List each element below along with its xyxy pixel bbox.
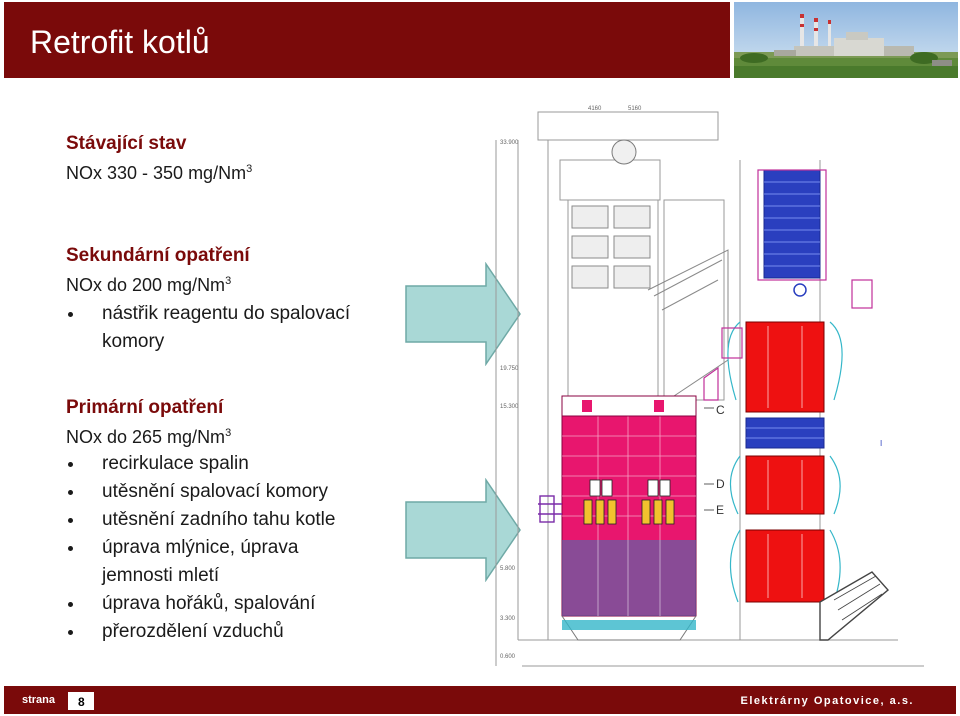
bullet-icon: [68, 518, 73, 523]
dimension-label: 4160: [588, 106, 602, 112]
level-label: 19.750: [500, 366, 519, 372]
economizer-block: [763, 169, 821, 279]
footer-bar: strana 8 Elektrárny Opatovice, a.s.: [4, 686, 956, 714]
dimension-label: 5160: [628, 106, 642, 112]
power-plant-photo: [734, 2, 958, 78]
boiler-diagram: 4160 5160 33.900 19.750 15.300 5.800 3.3…: [495, 106, 924, 667]
level-label: 33.900: [500, 140, 519, 146]
level-label: 3.300: [500, 616, 516, 622]
secondary-heading: Sekundární opatření: [66, 245, 250, 266]
mid-blue-block: [745, 417, 825, 449]
primary-arrow-icon: [405, 478, 521, 582]
primary-value: NOx do 265 mg/Nm3: [66, 427, 232, 447]
bullet-icon: [68, 490, 73, 495]
secondary-section: Sekundární opatření NOx do 200 mg/Nm3 ná…: [66, 244, 350, 356]
list-item-continuation: jemnosti mletí: [102, 565, 220, 586]
secondary-list: nástřik reagentu do spalovací komory: [66, 300, 350, 356]
air-heater-lower: [745, 529, 825, 603]
level-label: 5.800: [500, 566, 516, 572]
section-label-d: D: [716, 477, 725, 491]
footer-page-box: [68, 692, 94, 710]
section-label-c: C: [716, 403, 725, 417]
secondary-arrow-icon: [405, 262, 521, 366]
current-state-section: Stávající stav NOx 330 - 350 mg/Nm3: [66, 132, 252, 186]
bullet-icon: [68, 312, 73, 317]
current-state-heading: Stávající stav: [66, 133, 187, 154]
list-item: recirkulace spalin: [66, 450, 335, 478]
secondary-value: NOx do 200 mg/Nm3: [66, 275, 232, 295]
footer-company: Elektrárny Opatovice, a.s.: [740, 695, 914, 707]
air-heater-upper: [745, 321, 825, 413]
primary-heading: Primární opatření: [66, 397, 224, 418]
header-bar: Retrofit kotlů: [4, 2, 730, 78]
footer-page-label: strana: [22, 694, 56, 706]
air-heater-middle: [745, 455, 825, 515]
current-state-value: NOx 330 - 350 mg/Nm3: [66, 163, 253, 183]
list-item: úprava mlýnice, úprava: [66, 534, 335, 562]
list-item-continuation: komory: [102, 331, 165, 352]
list-item: úprava hořáků, spalování: [66, 590, 335, 618]
footer-page-number: 8: [78, 695, 85, 709]
bullet-icon: [68, 462, 73, 467]
primary-section: Primární opatření NOx do 265 mg/Nm3 reci…: [66, 396, 335, 646]
page-title: Retrofit kotlů: [30, 24, 210, 60]
section-label-e: E: [716, 503, 724, 517]
bullet-icon: [68, 630, 73, 635]
primary-list: recirkulace spalin utěsnění spalovací ko…: [66, 450, 335, 646]
list-item: nástřik reagentu do spalovací: [66, 300, 350, 328]
bullet-icon: [68, 546, 73, 551]
level-label: 0.600: [500, 654, 516, 660]
list-item: utěsnění spalovací komory: [66, 478, 335, 506]
side-label: I: [880, 439, 882, 448]
bullet-icon: [68, 602, 73, 607]
list-item: utěsnění zadního tahu kotle: [66, 506, 335, 534]
level-label: 15.300: [500, 404, 519, 410]
list-item: přerozdělení vzduchů: [66, 618, 335, 646]
